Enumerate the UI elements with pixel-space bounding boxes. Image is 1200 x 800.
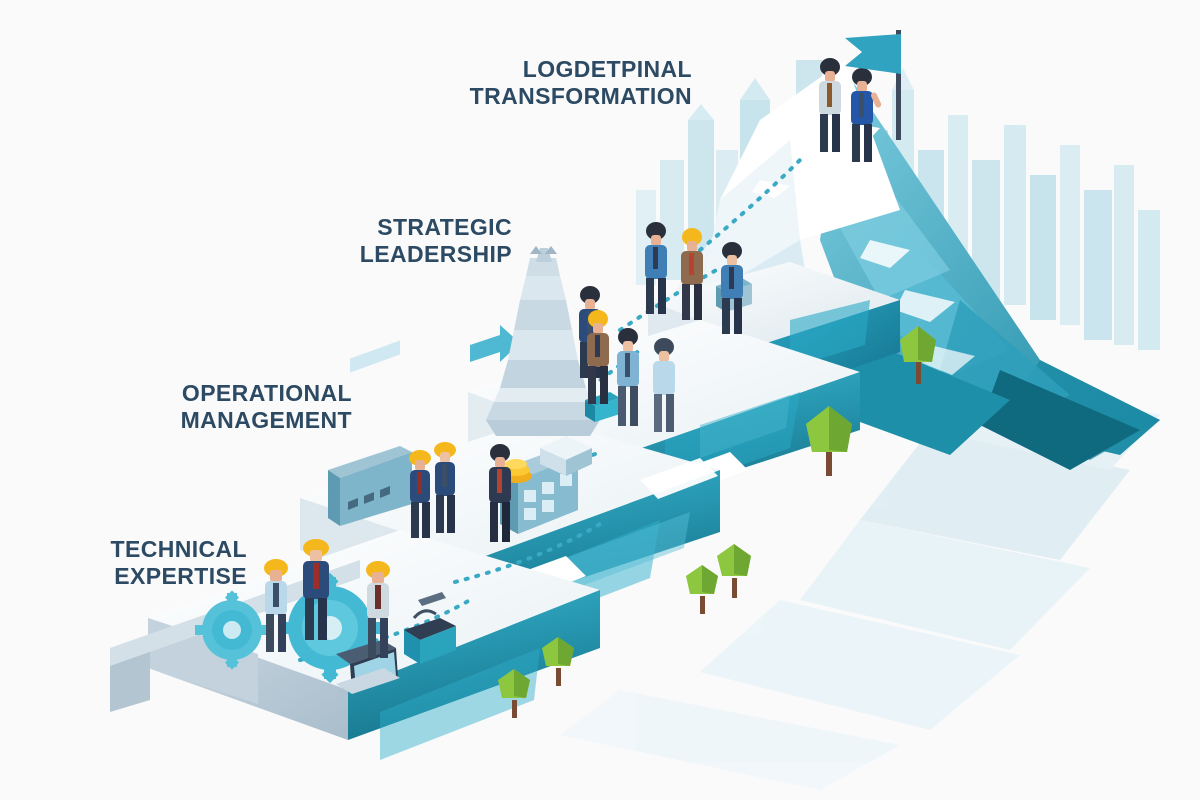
gear-icon <box>195 572 381 684</box>
stage-label-operational-management: OPERATIONAL MANAGEMENT <box>180 380 352 433</box>
stage-label-technical-expertise: TECHNICAL EXPERTISE <box>110 536 247 589</box>
path-arrow-marker-2 <box>640 458 718 499</box>
figure-group-step-2 <box>409 442 511 542</box>
figure-group-step-3 <box>579 222 743 432</box>
path-arrow-up-icon <box>470 325 520 362</box>
hardhat-icon <box>366 561 390 579</box>
stage-label-logdetpinal-transformation: LOGDETPINAL TRANSFORMATION <box>469 56 692 109</box>
figure-group-step-1 <box>264 539 390 658</box>
flag-icon <box>845 30 901 140</box>
hardhat-icon <box>303 539 329 557</box>
house-icon <box>540 436 592 476</box>
chess-queen-icon <box>486 246 600 436</box>
hardhat-icon <box>409 450 431 466</box>
tree-icon <box>498 326 936 718</box>
machine-console-icon <box>328 340 412 526</box>
toolbox-icon <box>404 592 456 664</box>
figure-group-summit <box>819 30 901 162</box>
hardhat-icon <box>264 559 288 577</box>
hardhat-icon <box>434 442 456 458</box>
hardhat-icon <box>588 310 608 328</box>
stage-label-strategic-leadership: STRATEGIC LEADERSHIP <box>359 214 512 267</box>
hardhat-icon <box>682 228 702 246</box>
